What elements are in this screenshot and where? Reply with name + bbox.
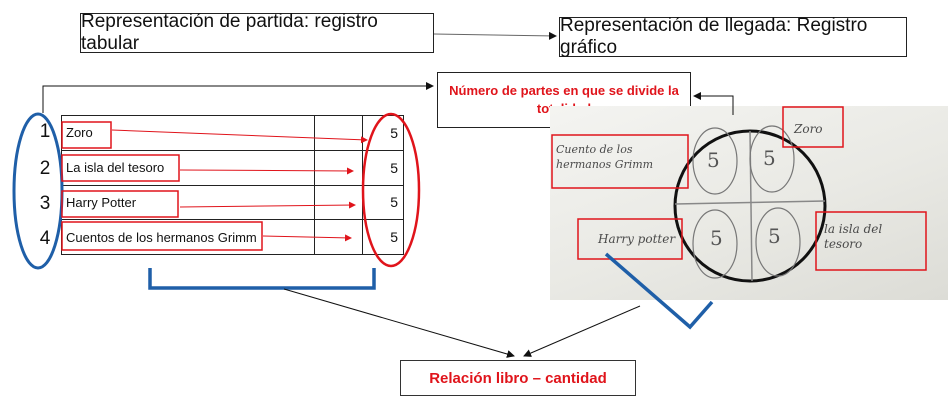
drawing-to-relation-arrow [523, 305, 641, 357]
relation-label: Relación libro – cantidad [429, 369, 607, 387]
drawing-bracket [604, 252, 714, 330]
quadrant-circle [749, 125, 795, 193]
handwritten-graphic-photo: 5 5 5 5 Zoro Cuento de los hermanos Grim… [550, 106, 948, 300]
relation-box: Relación libro – cantidad [400, 360, 636, 396]
drawing-highlight-box [815, 211, 927, 271]
table-to-relation-arrow [283, 288, 515, 358]
drawing-highlight-box [577, 218, 683, 260]
book-title-cell: Harry Potter [60, 184, 316, 221]
title-highlight-box [61, 121, 112, 149]
quadrant-circle [692, 127, 738, 195]
handwritten-isla: la isla del tesoro [824, 222, 883, 251]
title-to-quantity-arrow [179, 201, 356, 209]
title-highlight-box [61, 190, 179, 218]
start-representation-label: Representación de partida: registro tabu… [81, 11, 378, 54]
start-representation-box: Representación de partida: registro tabu… [80, 11, 434, 54]
start-to-end-arrow [433, 31, 557, 40]
index-to-parts-arrow [42, 82, 434, 113]
row-index-1: 1 [39, 121, 51, 142]
table-row: Cuentos de los hermanos Grimm 5 [60, 219, 404, 255]
quadrant-circle [692, 209, 738, 279]
pie-drawing [673, 125, 827, 283]
circle-horizontal-divider [674, 200, 826, 205]
handwritten-harry: Harry potter [598, 232, 676, 246]
row-index-3: 3 [39, 193, 51, 214]
quadrant-value: 5 [710, 226, 723, 250]
title-highlight-box [61, 154, 180, 182]
table-bracket [148, 268, 376, 290]
title-to-quantity-arrow [111, 129, 368, 144]
title-to-quantity-arrow [262, 234, 352, 242]
title-highlight-box [61, 221, 263, 251]
handwritten-zoro: Zoro [794, 122, 823, 136]
row-index-4: 4 [39, 228, 51, 249]
index-highlight-ellipse [12, 112, 64, 270]
book-title-cell: Cuentos de los hermanos Grimm [60, 219, 316, 255]
end-representation-label: Representación de llegada: Registro gráf… [560, 15, 868, 58]
quantity-highlight-ellipse [361, 112, 421, 268]
handwritten-cuentos: Cuento de los hermanos Grimm [556, 143, 654, 171]
quadrant-value: 5 [768, 224, 781, 248]
end-representation-box: Representación de llegada: Registro gráf… [559, 15, 907, 58]
quantity-cell: 5 [362, 219, 404, 255]
quadrant-value: 5 [707, 148, 720, 172]
row-index-2: 2 [39, 158, 51, 179]
title-to-quantity-arrow [179, 167, 354, 175]
drawing-to-parts-arrow [693, 92, 734, 115]
drawing-highlight-box [551, 134, 689, 189]
drawing-highlight-box [782, 106, 844, 148]
quadrant-value: 5 [763, 146, 776, 170]
quadrant-circle [755, 207, 801, 277]
